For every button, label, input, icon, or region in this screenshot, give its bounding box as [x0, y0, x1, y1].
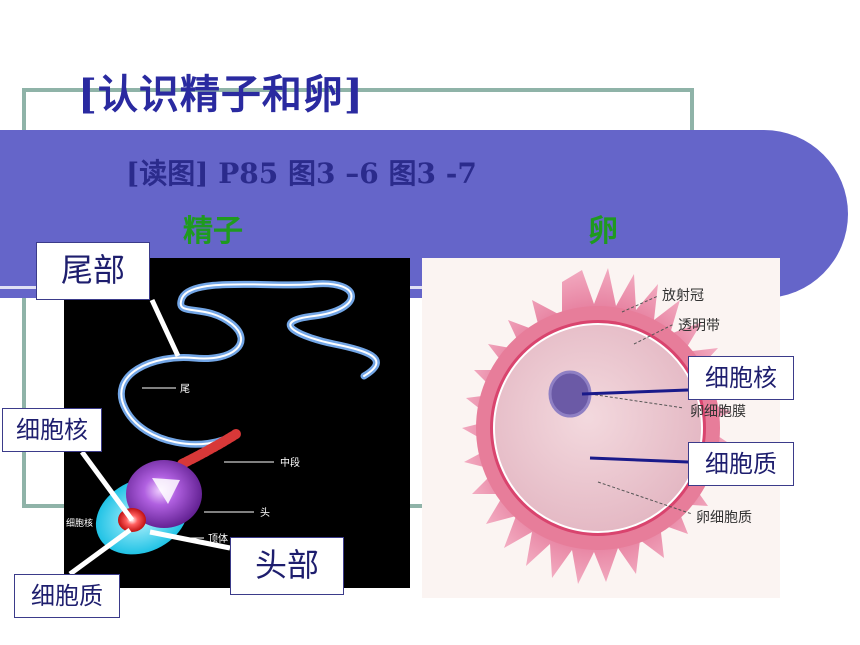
membrane-pointer	[589, 393, 685, 409]
small-label-midpiece: 中段	[280, 456, 300, 469]
small-label-corona: 放射冠	[662, 288, 704, 304]
cytoplasm-connector	[68, 527, 132, 577]
egg-label: 卵	[588, 214, 618, 249]
callout-egg-cytoplasm: 细胞质	[688, 442, 794, 486]
egg-cytoplasm-connector	[589, 456, 689, 464]
tail-connector	[149, 298, 181, 358]
callout-head: 头部	[230, 537, 344, 595]
slide-title: [认识精子和卵]	[78, 71, 364, 118]
egg-cytoplasm	[493, 323, 703, 533]
callout-sperm-nucleus: 细胞核	[2, 408, 102, 452]
head-connector	[149, 529, 231, 551]
sperm-head-inner	[152, 478, 180, 504]
small-label-acrosome: 顶体	[208, 533, 228, 545]
sperm-diagram: 尾 中段 头 顶体 细胞核	[64, 258, 410, 588]
egg-diagram: 放射冠 透明带 卵细胞膜 卵细胞质	[422, 258, 780, 598]
egg-nucleus-connector	[581, 388, 689, 396]
small-label-membrane: 卵细胞膜	[690, 404, 746, 420]
callout-sperm-cytoplasm: 细胞质	[14, 574, 120, 618]
small-label-head: 头	[260, 507, 270, 519]
small-label-nucleus: 细胞核	[66, 517, 93, 529]
nucleus-connector	[79, 450, 135, 522]
callout-egg-nucleus: 细胞核	[688, 356, 794, 400]
zona-pointer	[633, 323, 675, 345]
sperm-label: 精子	[183, 214, 243, 249]
sperm-tail-highlight	[120, 282, 378, 446]
corona-pointer	[621, 295, 659, 313]
small-label-zona: 透明带	[678, 318, 720, 334]
small-label-egg-cytoplasm: 卵细胞质	[696, 510, 752, 526]
callout-tail: 尾部	[36, 242, 150, 300]
small-label-tail: 尾	[180, 383, 190, 395]
egg-cytoplasm-pointer	[597, 481, 693, 515]
sperm-midpiece	[177, 429, 241, 469]
reading-subtitle: [读图] P85 图3 –6 图3 -7	[126, 157, 477, 190]
